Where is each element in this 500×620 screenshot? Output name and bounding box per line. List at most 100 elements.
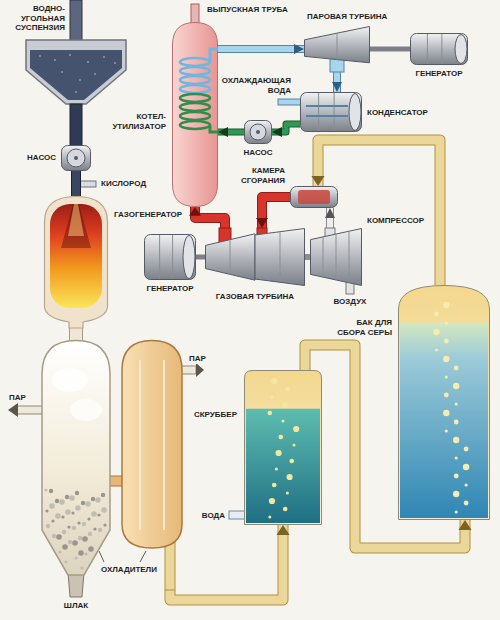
pipe-outline	[71, 171, 81, 196]
condenser: КОНДЕНСАТОР	[300, 92, 362, 132]
feed-spout	[70, 104, 82, 146]
generator: ГЕНЕРАТОР	[410, 33, 468, 65]
water-pipe	[229, 511, 246, 519]
illustration-part	[67, 525, 70, 528]
illustration-part	[433, 329, 439, 335]
illustration-part	[97, 513, 100, 516]
illustration-part	[255, 229, 305, 286]
stream-label: КИСЛОРОД	[100, 179, 147, 189]
illustration-part	[172, 235, 173, 279]
illustration-part	[88, 532, 92, 536]
illustration-part	[39, 55, 41, 57]
illustration-part	[180, 112, 210, 120]
arrow-head	[312, 176, 325, 186]
gasifier: ГАЗОГЕНЕРАТОР	[44, 196, 108, 328]
illustration-part	[98, 528, 102, 532]
illustration-part	[336, 234, 337, 280]
equipment-label: ПАРОВАЯ ТУРБИНА	[306, 12, 388, 22]
illustration-part	[464, 447, 469, 452]
illustration-part	[91, 511, 97, 517]
illustration-part	[50, 204, 102, 308]
stream-label: ВОДА	[201, 511, 226, 521]
illustration-part	[44, 488, 47, 491]
cooler-pair-shape	[30, 340, 190, 590]
pipe	[272, 124, 300, 137]
illustration-part	[180, 85, 210, 93]
illustration-part	[206, 234, 256, 280]
illustration-part	[65, 495, 69, 499]
pump: НАСОС	[244, 120, 272, 144]
slurry	[30, 50, 122, 100]
gasifier-shape	[44, 196, 108, 328]
illustration-part	[79, 79, 81, 81]
illustration-part	[454, 420, 459, 425]
illustration-part	[94, 73, 96, 75]
scrubber: СКРУББЕР	[244, 370, 322, 525]
combustion-chamber: КАМЕРА СГОРАНИЯ	[290, 186, 338, 208]
steam-turbine-shape	[304, 26, 370, 72]
illustration-part	[61, 71, 63, 73]
illustration-part	[271, 396, 274, 399]
illustration-part	[275, 468, 278, 471]
illustration-part	[80, 566, 83, 569]
illustration-part	[445, 321, 448, 324]
illustration-part	[95, 497, 101, 503]
illustration-part	[283, 507, 288, 512]
illustration-part	[318, 93, 319, 131]
illustration-part	[75, 491, 79, 495]
illustration-part	[55, 499, 59, 503]
stream-label: ПАР	[8, 393, 27, 403]
illustration-part	[291, 187, 338, 208]
illustration-part	[101, 507, 107, 513]
illustration-part	[180, 58, 210, 66]
heat-recovery-boiler-shape	[172, 22, 218, 207]
illustration-part	[445, 429, 448, 432]
illustration-part	[411, 34, 468, 65]
illustration-part	[159, 235, 160, 279]
pipe	[170, 525, 290, 600]
illustration-part	[183, 236, 195, 279]
illustration-part	[444, 339, 449, 344]
generator-shape	[144, 234, 196, 280]
illustration-part	[455, 510, 458, 513]
shaft	[196, 257, 205, 258]
condenser-shape	[300, 92, 362, 132]
illustration-part	[293, 444, 296, 447]
illustration-part	[453, 437, 459, 443]
pipe-core	[218, 46, 304, 52]
generator: ГЕНЕРАТОР	[144, 234, 196, 280]
illustration-part	[455, 35, 467, 64]
illustration-part	[269, 498, 275, 504]
illustration-part	[139, 360, 141, 530]
illustration-part	[64, 560, 67, 563]
equipment-label: ГАЗОГЕНЕРАТОР	[113, 210, 183, 220]
illustration-part	[56, 534, 62, 540]
illustration-part	[68, 540, 72, 544]
illustration-part	[180, 103, 210, 111]
illustration-part	[268, 411, 273, 416]
pipe-core	[72, 171, 80, 196]
leader-line	[99, 551, 104, 562]
illustration-part	[85, 501, 91, 507]
pipe-outline	[218, 45, 304, 53]
illustration-part	[306, 115, 348, 117]
slurry-speckles	[39, 54, 116, 93]
pipe-core	[170, 525, 283, 600]
illustration-part	[93, 527, 96, 530]
compressor-shape	[310, 228, 362, 286]
illustration-part	[70, 399, 102, 421]
equipment-label: КОТЕЛ-УТИЛИЗАТОР	[111, 112, 167, 131]
shaft-line	[370, 47, 410, 52]
illustration-part	[67, 149, 85, 167]
pump-shape	[61, 145, 91, 171]
equipment-label: КАМЕРА СГОРАНИЯ	[240, 166, 286, 185]
illustration-part	[180, 94, 210, 102]
illustration-part	[74, 156, 78, 160]
illustration-part	[399, 286, 490, 520]
illustration-part	[453, 383, 459, 389]
illustration-part	[78, 536, 82, 540]
illustration-part	[75, 505, 81, 511]
compressor: КОМПРЕССОР	[310, 228, 362, 286]
illustration-part	[61, 204, 91, 248]
